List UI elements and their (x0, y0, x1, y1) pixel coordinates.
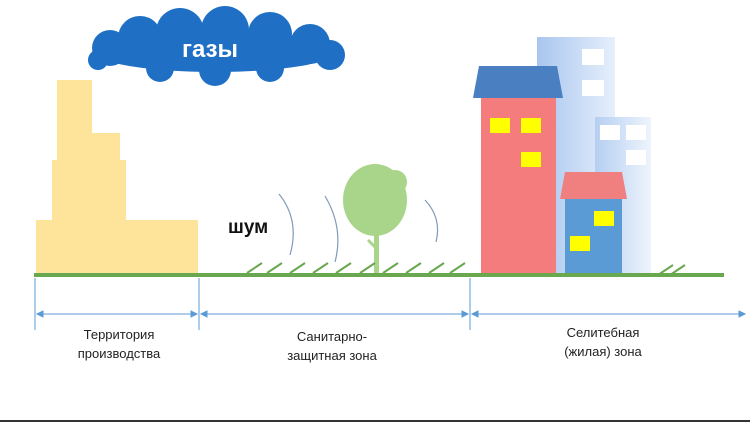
house-window (570, 236, 590, 251)
house-window (490, 118, 510, 133)
noise-label: шум (228, 217, 269, 238)
zone-sanitary-label: Санитарно- защитная зона (287, 329, 377, 363)
house-window (521, 118, 541, 133)
zone-residential-label: Селитебная (жилая) зона (564, 325, 642, 359)
tower-window (600, 125, 620, 140)
dimension-lines (35, 310, 747, 318)
house-window (521, 152, 541, 167)
tower-window (626, 125, 646, 140)
factory (36, 80, 198, 275)
house-window (594, 211, 614, 226)
red-roof (560, 172, 627, 199)
zone-production-label: Территория производства (77, 327, 161, 361)
tower-window (582, 49, 604, 65)
tower-window (582, 80, 604, 96)
zone-separators (34, 278, 471, 330)
gas-cloud (88, 6, 345, 86)
tower-window (626, 150, 646, 165)
tree (343, 164, 407, 275)
grass-hatches (246, 262, 686, 276)
gases-label: газы (181, 36, 239, 63)
noise-waves (278, 193, 439, 263)
blue-roof (473, 66, 563, 98)
